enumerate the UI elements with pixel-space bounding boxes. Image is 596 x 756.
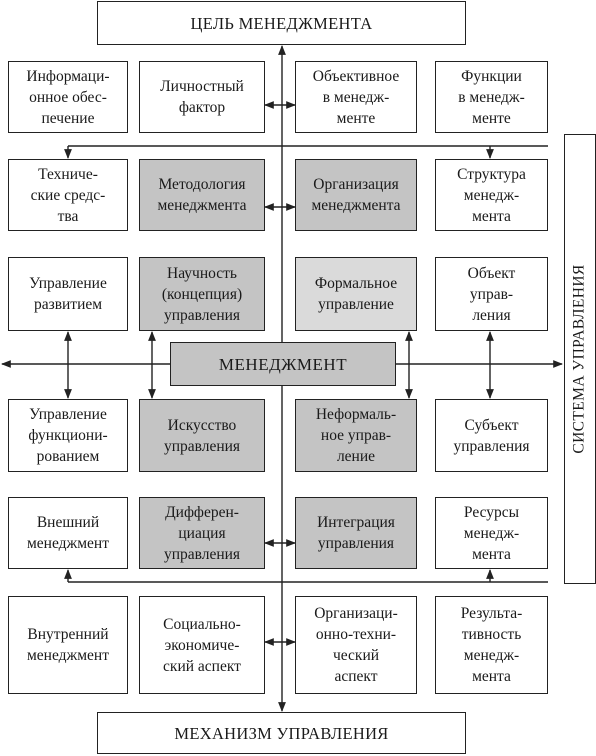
box-management-integration: Интеграция управления [295, 497, 417, 569]
control-system-label: СИСТЕМА УПРАВЛЕНИЯ [564, 134, 596, 584]
box-management-resources: Ресурсы менедж- мента [435, 497, 548, 569]
control-system-text: СИСТЕМА УПРАВЛЕНИЯ [571, 264, 588, 454]
box-information-support: Информаци- онное обес- печение [8, 61, 128, 133]
box-technical-means: Техниче- ские средс- тва [8, 159, 128, 231]
box-scientific-concept: Научность (концепция) управления [139, 257, 265, 331]
box-management-subject: Субъект управления [435, 399, 548, 472]
box-functioning-management: Управление функциони- рованием [8, 399, 128, 472]
center-management-box: МЕНЕДЖМЕНТ [170, 342, 396, 386]
box-management-organization: Организация менеджмента [295, 159, 417, 231]
box-management-structure: Структура менедж- мента [435, 159, 548, 231]
box-personal-factor: Личностный фактор [139, 61, 265, 133]
box-objective-in-management: Объективное в менедж- менте [295, 61, 417, 133]
box-socio-economic-aspect: Социально- экономиче- ский аспект [139, 596, 265, 694]
box-formal-management: Формальное управление [295, 257, 417, 331]
box-internal-management: Внутренний менеджмент [8, 596, 128, 694]
box-management-functions: Функции в менедж- менте [435, 61, 548, 133]
mechanism-title-box: МЕХАНИЗМ УПРАВЛЕНИЯ [97, 712, 466, 754]
box-management-methodology: Методология менеджмента [139, 159, 265, 231]
goal-title-box: ЦЕЛЬ МЕНЕДЖМЕНТА [97, 1, 466, 45]
box-management-differentiation: Дифферен- циация управления [139, 497, 265, 569]
box-development-management: Управление развитием [8, 257, 128, 331]
box-management-effectiveness: Результа- тивность менедж- мента [435, 596, 548, 694]
box-art-of-management: Искусство управления [139, 399, 265, 472]
box-informal-management: Неформаль- ное управ- ление [295, 399, 417, 472]
box-management-object: Объект управ- ления [435, 257, 548, 331]
box-external-management: Внешний менеджмент [8, 497, 128, 569]
box-organizational-technical-aspect: Организаци- онно-техни- ческий аспект [295, 596, 417, 694]
